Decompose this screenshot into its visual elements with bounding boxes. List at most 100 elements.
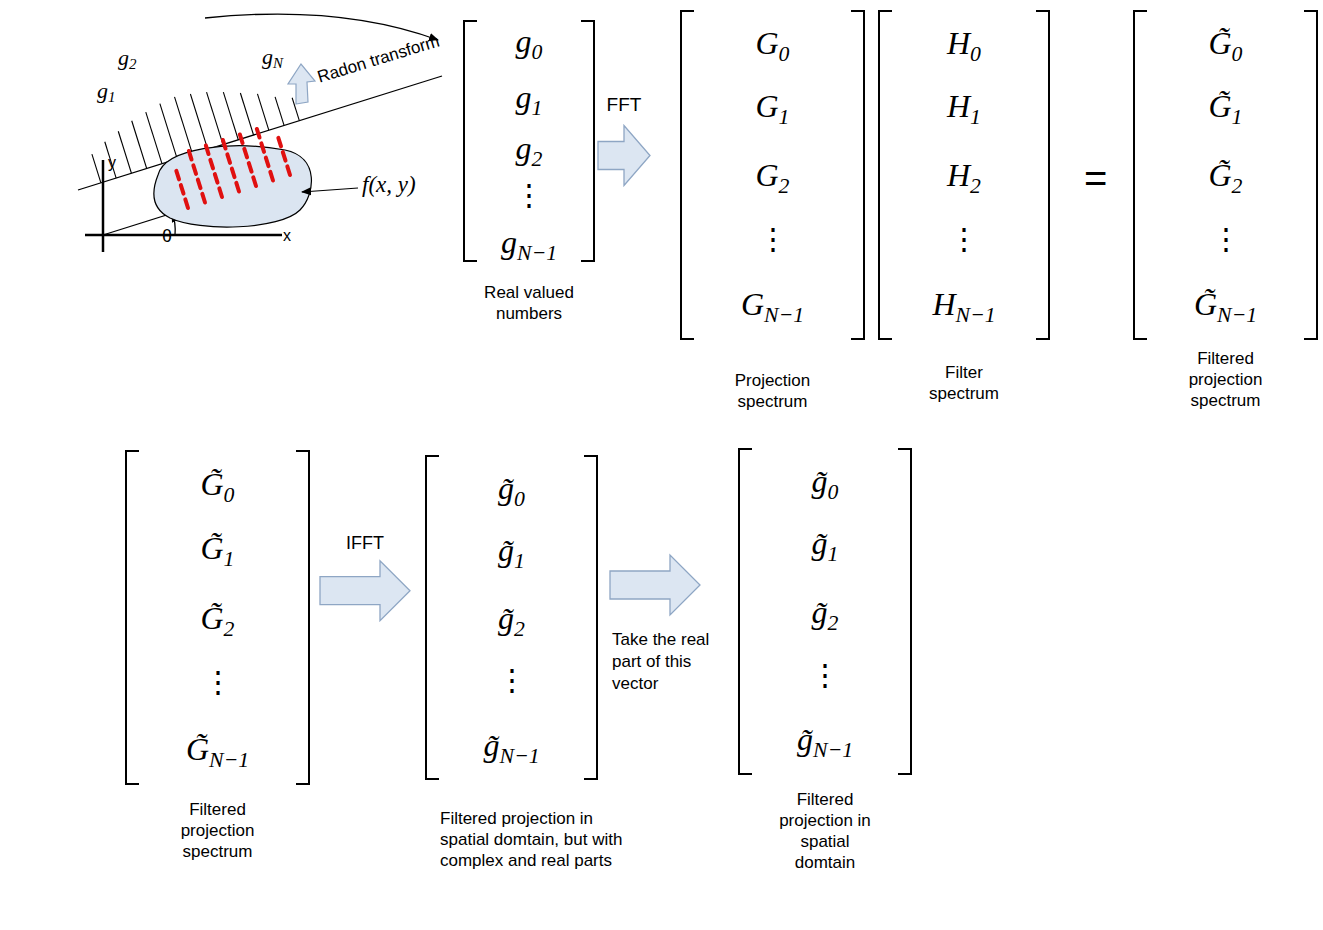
projection-ray xyxy=(275,97,284,126)
projection-ray xyxy=(92,154,101,183)
projection-ray xyxy=(175,97,193,154)
ray-dash xyxy=(176,170,188,208)
bracket-right xyxy=(296,450,310,785)
vector-caption: Filtered projection in spatial domtain xyxy=(770,789,880,873)
block-arrow xyxy=(598,126,650,186)
vector-entry: G̃0 xyxy=(1209,26,1243,67)
ray-lines xyxy=(176,127,290,208)
ellipsis: ⋮ xyxy=(514,177,544,212)
projection-ray xyxy=(223,92,238,140)
ray-dash xyxy=(205,144,222,197)
vector-entry: g̃2 xyxy=(498,600,525,641)
vector-entry: H0 xyxy=(947,26,981,67)
vector-entry: H1 xyxy=(947,88,981,129)
arrow-label: Take the real part of this vector xyxy=(612,629,722,695)
projection-ray xyxy=(207,92,223,144)
ellipsis: ⋮ xyxy=(758,220,788,255)
vector-caption: Real valued numbers xyxy=(464,282,594,324)
projection-label: g1 xyxy=(97,78,115,106)
vector-entry: G̃N−1 xyxy=(1194,286,1257,327)
equals-sign: = xyxy=(1084,156,1107,201)
vector-entry: H2 xyxy=(947,158,981,199)
ellipsis: ⋮ xyxy=(1211,220,1241,255)
ellipsis: ⋮ xyxy=(497,662,527,697)
ray-dash xyxy=(278,137,290,175)
projection-ray xyxy=(240,93,253,135)
bracket-right xyxy=(898,448,912,775)
ray-dash xyxy=(188,149,205,202)
vector-bracket: g0g1g2⋮gN−1Real valued numbers xyxy=(463,20,595,262)
x-axis xyxy=(85,234,282,237)
bracket-left xyxy=(125,450,139,785)
projection-ray xyxy=(118,131,131,173)
vector-entry: G0 xyxy=(756,26,790,67)
vector-entry: G̃2 xyxy=(201,600,235,641)
vector-bracket: g̃0g̃1g̃2⋮g̃N−1Filtered projection in sp… xyxy=(425,455,598,780)
vector-caption: Projection spectrum xyxy=(718,370,828,412)
arrow-label: IFFT xyxy=(346,533,384,554)
bracket-left xyxy=(425,455,439,780)
ellipsis: ⋮ xyxy=(810,656,840,691)
projection-ray xyxy=(190,94,207,149)
projection-ray xyxy=(132,121,147,169)
projection-label: gN xyxy=(262,44,283,72)
vector-entry: g̃N−1 xyxy=(483,727,539,768)
y-axis xyxy=(102,160,105,252)
axis-label: x xyxy=(283,227,291,245)
vector-bracket: G0G1G2⋮GN−1Projection spectrum xyxy=(680,10,865,340)
radon-block-arrow xyxy=(288,64,315,104)
bracket-right xyxy=(584,455,598,780)
vector-entry: G̃1 xyxy=(201,530,235,571)
bracket-left xyxy=(1133,10,1147,340)
vector-entry: g1 xyxy=(516,79,543,120)
bracket-left xyxy=(463,20,477,262)
vector-bracket: H0H1H2⋮HN−1Filter spectrum xyxy=(878,10,1050,340)
bracket-left xyxy=(680,10,694,340)
vector-entry: G̃2 xyxy=(1209,158,1243,199)
arrow-label: FFT xyxy=(607,94,642,116)
ellipsis: ⋮ xyxy=(949,220,979,255)
object-outline xyxy=(154,146,312,227)
vector-bracket: G̃0G̃1G̃2⋮G̃N−1Filtered projection spect… xyxy=(1133,10,1318,340)
vector-entry: g2 xyxy=(516,130,543,171)
vector-bracket: G̃0G̃1G̃2⋮G̃N−1Filtered projection spect… xyxy=(125,450,310,785)
vector-bracket: g̃0g̃1g̃2⋮g̃N−1Filtered projection in sp… xyxy=(738,448,912,775)
projection-ray xyxy=(105,142,116,178)
vector-entry: g̃1 xyxy=(812,526,839,567)
projection-ray xyxy=(257,94,268,130)
bracket-right xyxy=(581,20,595,262)
ray-dash xyxy=(222,138,239,191)
vector-caption: Filter spectrum xyxy=(909,362,1019,404)
bracket-left xyxy=(738,448,752,775)
vector-entry: G̃0 xyxy=(201,466,235,507)
ray-dash xyxy=(239,133,256,186)
vector-entry: g̃N−1 xyxy=(797,722,853,763)
vector-entry: G̃N−1 xyxy=(186,731,249,772)
vector-entry: g̃1 xyxy=(498,532,525,573)
vector-entry: g̃0 xyxy=(812,463,839,504)
bracket-right xyxy=(1036,10,1050,340)
function-label: f(x, y) xyxy=(362,172,416,198)
projection-label: g2 xyxy=(118,45,136,73)
bracket-left xyxy=(878,10,892,340)
vector-entry: G1 xyxy=(756,88,790,129)
vector-entry: g̃0 xyxy=(498,470,525,511)
bracket-right xyxy=(851,10,865,340)
projection-ray xyxy=(146,112,162,164)
block-arrow xyxy=(610,555,700,615)
vector-caption: Filtered projection in spatial domtain, … xyxy=(440,808,625,871)
vector-entry: g0 xyxy=(516,24,543,65)
curved-arrow xyxy=(205,14,438,40)
transform-label: Radon transform xyxy=(315,31,442,87)
axis-label: y xyxy=(108,154,116,172)
leader-arrow xyxy=(302,188,358,192)
angle-label: θ xyxy=(162,226,172,247)
projection-ray xyxy=(160,104,177,159)
vector-entry: HN−1 xyxy=(932,286,995,327)
vector-entry: G̃1 xyxy=(1209,88,1243,129)
vector-caption: Filtered projection spectrum xyxy=(1171,348,1281,411)
vector-entry: G2 xyxy=(756,158,790,199)
vector-caption: Filtered projection spectrum xyxy=(163,799,273,862)
